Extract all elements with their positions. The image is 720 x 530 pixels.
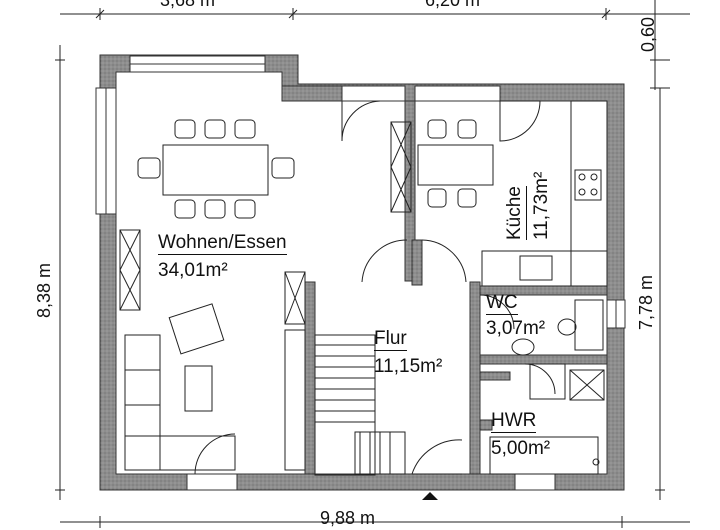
room-area-hwr: 5,00m² (491, 438, 551, 459)
dim-top-right: 6,20 m (425, 0, 481, 10)
room-area-kueche: 11,73m² (531, 171, 552, 240)
windows (95, 55, 626, 491)
room-name-hwr: HWR (491, 410, 537, 433)
room-area-wc: 3,07m² (486, 318, 546, 339)
interior-walls (281, 85, 608, 475)
room-name-flur: Flur (374, 328, 407, 351)
dim-top-left: 3,68 m (160, 0, 216, 10)
entrance-arrow-icon (422, 492, 438, 500)
dim-left-height: 8,38 m (34, 262, 54, 318)
room-name-wohnen: Wohnen/Essen (158, 232, 287, 255)
room-area-wohnen: 34,01m² (158, 260, 228, 281)
dim-bottom-width: 9,88 m (320, 508, 376, 528)
dimension-lines (55, 0, 690, 528)
room-name-kueche: Küche (504, 186, 527, 240)
dim-top-offset: 0,60 (638, 16, 658, 52)
furniture (119, 100, 608, 476)
dim-right-height: 7,78 m (636, 274, 656, 330)
room-name-wc: WC (486, 292, 518, 315)
room-area-flur: 11,15m² (374, 356, 443, 377)
